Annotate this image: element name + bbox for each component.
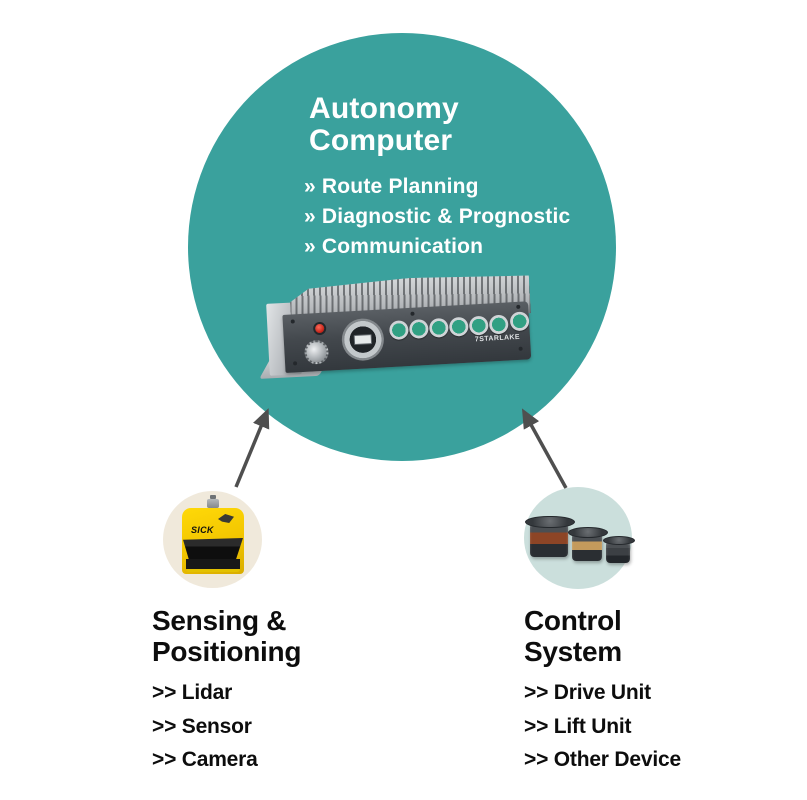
lidar-top-knob: [207, 495, 219, 508]
item-camera: >> Camera: [152, 748, 258, 771]
sensing-arrow: [234, 408, 270, 488]
item-drive-unit: >> Drive Unit: [524, 681, 651, 704]
lidar-brand-label: SICK: [191, 525, 214, 535]
bullet-route-planning: » Route Planning: [304, 175, 479, 198]
control-node-circle: [524, 487, 635, 589]
lidar-image: SICK: [181, 495, 245, 579]
main-title-line1: Autonomy: [309, 92, 459, 125]
main-title: Autonomy Computer: [309, 93, 459, 157]
sensing-node-circle: SICK: [163, 491, 262, 588]
sick-logo-icon: [218, 514, 234, 523]
drive-unit-small-image: [603, 536, 635, 563]
item-sensor: >> Sensor: [152, 714, 252, 738]
sensing-item-list: >> Lidar >> Sensor >> Camera: [152, 676, 301, 777]
main-bullet-list: » Route Planning » Diagnostic & Prognost…: [304, 172, 570, 262]
bullet-communication: » Communication: [304, 235, 484, 258]
heading-line2: System: [524, 636, 622, 667]
heading-line1: Control: [524, 605, 622, 636]
main-title-line2: Computer: [309, 124, 453, 157]
control-system-heading: Control System: [524, 605, 681, 667]
control-item-list: >> Drive Unit >> Lift Unit >> Other Devi…: [524, 676, 681, 777]
sensing-positioning-section: Sensing & Positioning >> Lidar >> Sensor…: [152, 605, 301, 777]
sensing-positioning-heading: Sensing & Positioning: [152, 605, 301, 667]
control-arrow: [521, 408, 568, 489]
heading-line2: Positioning: [152, 636, 302, 667]
item-lift-unit: >> Lift Unit: [524, 714, 632, 738]
drive-units-image: [525, 511, 635, 571]
lidar-scanner-head: [183, 538, 243, 560]
item-other-device: >> Other Device: [524, 748, 681, 771]
lidar-base: [186, 559, 240, 572]
drive-unit-medium-image: [568, 526, 608, 561]
bullet-diagnostic-prognostic: » Diagnostic & Prognostic: [304, 205, 571, 228]
item-lidar: >> Lidar: [152, 681, 233, 704]
heading-line1: Sensing &: [152, 605, 287, 636]
autonomy-computer-circle: [188, 33, 616, 461]
drive-unit-large-image: [525, 515, 575, 557]
control-system-section: Control System >> Drive Unit >> Lift Uni…: [524, 605, 681, 777]
